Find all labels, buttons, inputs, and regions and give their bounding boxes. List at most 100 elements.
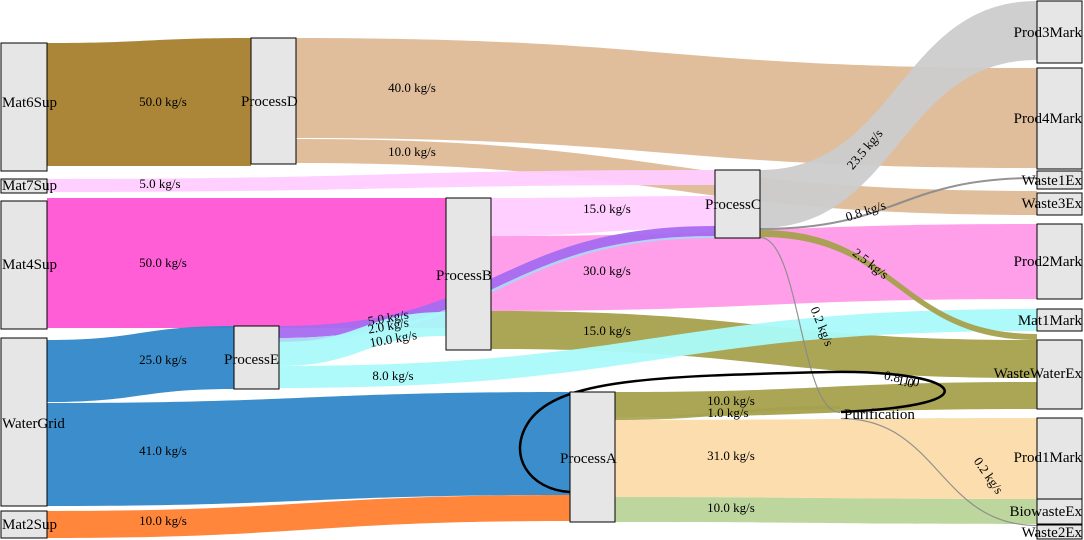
node-box-processb [445,197,492,351]
node-box-mat4sup [0,200,48,330]
node-label-watergrid: WaterGrid [2,416,65,432]
link-mat4sup-to-processb [47,198,446,328]
flow-label-purification-to-processa: 1.0 [896,373,915,391]
node-label-processd: ProcessD [241,94,298,110]
node-waste3ex[interactable]: Waste3Ex [1022,192,1083,216]
flow-label-processa-to-wastewaterex: 10.0 kg/s [707,393,755,408]
node-box-waste1ex [1036,170,1083,190]
flow-label-processb-to-processc: 15.0 kg/s [583,201,631,216]
node-box-waste3ex [1036,192,1083,216]
node-box-mat2sup [0,510,48,539]
node-prod1mark[interactable]: Prod1Mark [1014,417,1083,500]
node-box-prod3mark [1036,0,1083,64]
node-box-processd [250,37,297,165]
flow-label-extra-0: 0.8 1.0 [883,368,921,390]
node-label-processc: ProcessC [705,197,761,213]
node-label-processa: ProcessA [560,451,617,467]
link-mat6sup-to-processd [47,38,251,166]
node-label-mat7sup: Mat7Sup [2,178,57,194]
node-mat2sup[interactable]: Mat2Sup [0,510,57,539]
link-processa-to-purification [614,406,841,420]
flow-label-watergrid-to-processe: 25.0 kg/s [139,352,187,367]
node-label-purification: Purification [844,407,915,423]
node-box-prod1mark [1036,417,1083,500]
node-processa[interactable]: ProcessA [560,391,617,523]
node-wastewaterex[interactable]: WasteWaterEx [994,339,1083,410]
flow-label-processa-to-prod1mark: 31.0 kg/s [707,448,755,463]
flow-label-processa-to-purification: 1.0 kg/s [707,405,748,420]
node-label-processe: ProcessE [224,352,279,368]
node-prod3mark[interactable]: Prod3Mark [1014,0,1083,64]
link-processe-to-processb [279,312,446,366]
link-processd-to-prod4mark [296,38,1037,168]
flow-label-processe-to-processc: 5.0 kg/s [367,307,410,329]
link-processe-to-mat1mark [279,309,1037,388]
node-box-processc [714,169,761,239]
node-waste1ex[interactable]: Waste1Ex [1022,170,1083,190]
node-purification[interactable]: Purification [844,407,915,423]
link-processa-to-prod1mark [615,418,1037,499]
node-prod4mark[interactable]: Prod4Mark [1014,67,1083,170]
node-box-processe [233,325,280,390]
link-processc-to-wastewaterex [760,230,1037,340]
node-label-wastewaterex: WasteWaterEx [994,366,1083,382]
node-box-wastewaterex [1036,339,1083,410]
node-processe[interactable]: ProcessE [224,325,280,390]
link-processc-to-waste1ex [759,177,1038,230]
node-box-mat7sup [0,178,48,194]
link-processc-to-purification [759,236,841,414]
link-processe-to-processc [279,236,715,342]
node-label-mat4sup: Mat4Sup [2,257,57,273]
node-processd[interactable]: ProcessD [241,37,298,165]
link-processa-to-biowasteex [615,497,1037,524]
node-mat4sup[interactable]: Mat4Sup [0,200,57,330]
node-box-watergrid [0,337,48,507]
flow-label-processd-to-prod4mark: 40.0 kg/s [388,80,436,95]
flow-label-watergrid-to-processa: 41.0 kg/s [139,443,187,458]
flow-label-processa-to-biowasteex: 10.0 kg/s [707,500,755,515]
link-processe-to-processc [279,226,715,338]
flow-label-processe-to-processc: 2.0 kg/s [367,315,410,337]
node-label-waste2ex: Waste2Ex [1022,525,1083,540]
link-processb-to-processc [491,196,715,236]
node-processb[interactable]: ProcessB [436,197,492,351]
link-processc-to-prod3mark [760,1,1037,228]
flow-label-processd-to-waste3ex: 10.0 kg/s [388,144,436,159]
link-purification-to-processa [518,370,946,494]
link-mat2sup-to-processa [47,495,570,538]
node-box-waste2ex [1036,524,1083,540]
link-processb-to-prod2mark [491,224,1037,311]
node-box-mat1mark [1036,308,1083,332]
node-label-mat6sup: Mat6Sup [2,95,57,111]
flow-label-mat7sup-to-processc: 5.0 kg/s [139,176,180,191]
node-biowasteex[interactable]: BiowasteEx [1010,498,1083,525]
node-label-prod4mark: Prod4Mark [1014,111,1083,127]
node-box-prod4mark [1036,67,1083,170]
link-processa-to-wastewaterex [615,382,1037,417]
link-watergrid-to-processe [47,326,234,402]
node-label-prod2mark: Prod2Mark [1014,254,1083,270]
node-mat6sup[interactable]: Mat6Sup [0,42,57,172]
node-mat1mark[interactable]: Mat1Mark [1018,308,1083,332]
node-waste2ex[interactable]: Waste2Ex [1022,524,1083,540]
node-box-biowasteex [1036,498,1083,525]
flow-label-processb-to-prod2mark: 30.0 kg/s [583,263,631,278]
node-label-waste3ex: Waste3Ex [1022,196,1083,212]
flow-label-processb-to-wastewaterex: 15.0 kg/s [583,323,631,338]
node-label-mat1mark: Mat1Mark [1018,313,1083,329]
link-purification-to-waste2ex [840,417,1038,527]
link-watergrid-to-processa [47,392,570,506]
node-processc[interactable]: ProcessC [705,169,761,239]
node-mat7sup[interactable]: Mat7Sup [0,178,57,194]
flow-label-mat4sup-to-processb: 50.0 kg/s [139,255,187,270]
flow-label-mat2sup-to-processa: 10.0 kg/s [139,513,187,528]
node-label-waste1ex: Waste1Ex [1022,173,1083,189]
link-mat7sup-to-processc [47,170,715,192]
node-label-prod1mark: Prod1Mark [1014,450,1083,466]
node-prod2mark[interactable]: Prod2Mark [1014,223,1083,300]
node-watergrid[interactable]: WaterGrid [0,337,65,507]
flow-label-mat6sup-to-processd: 50.0 kg/s [139,94,187,109]
node-label-mat2sup: Mat2Sup [2,517,57,533]
